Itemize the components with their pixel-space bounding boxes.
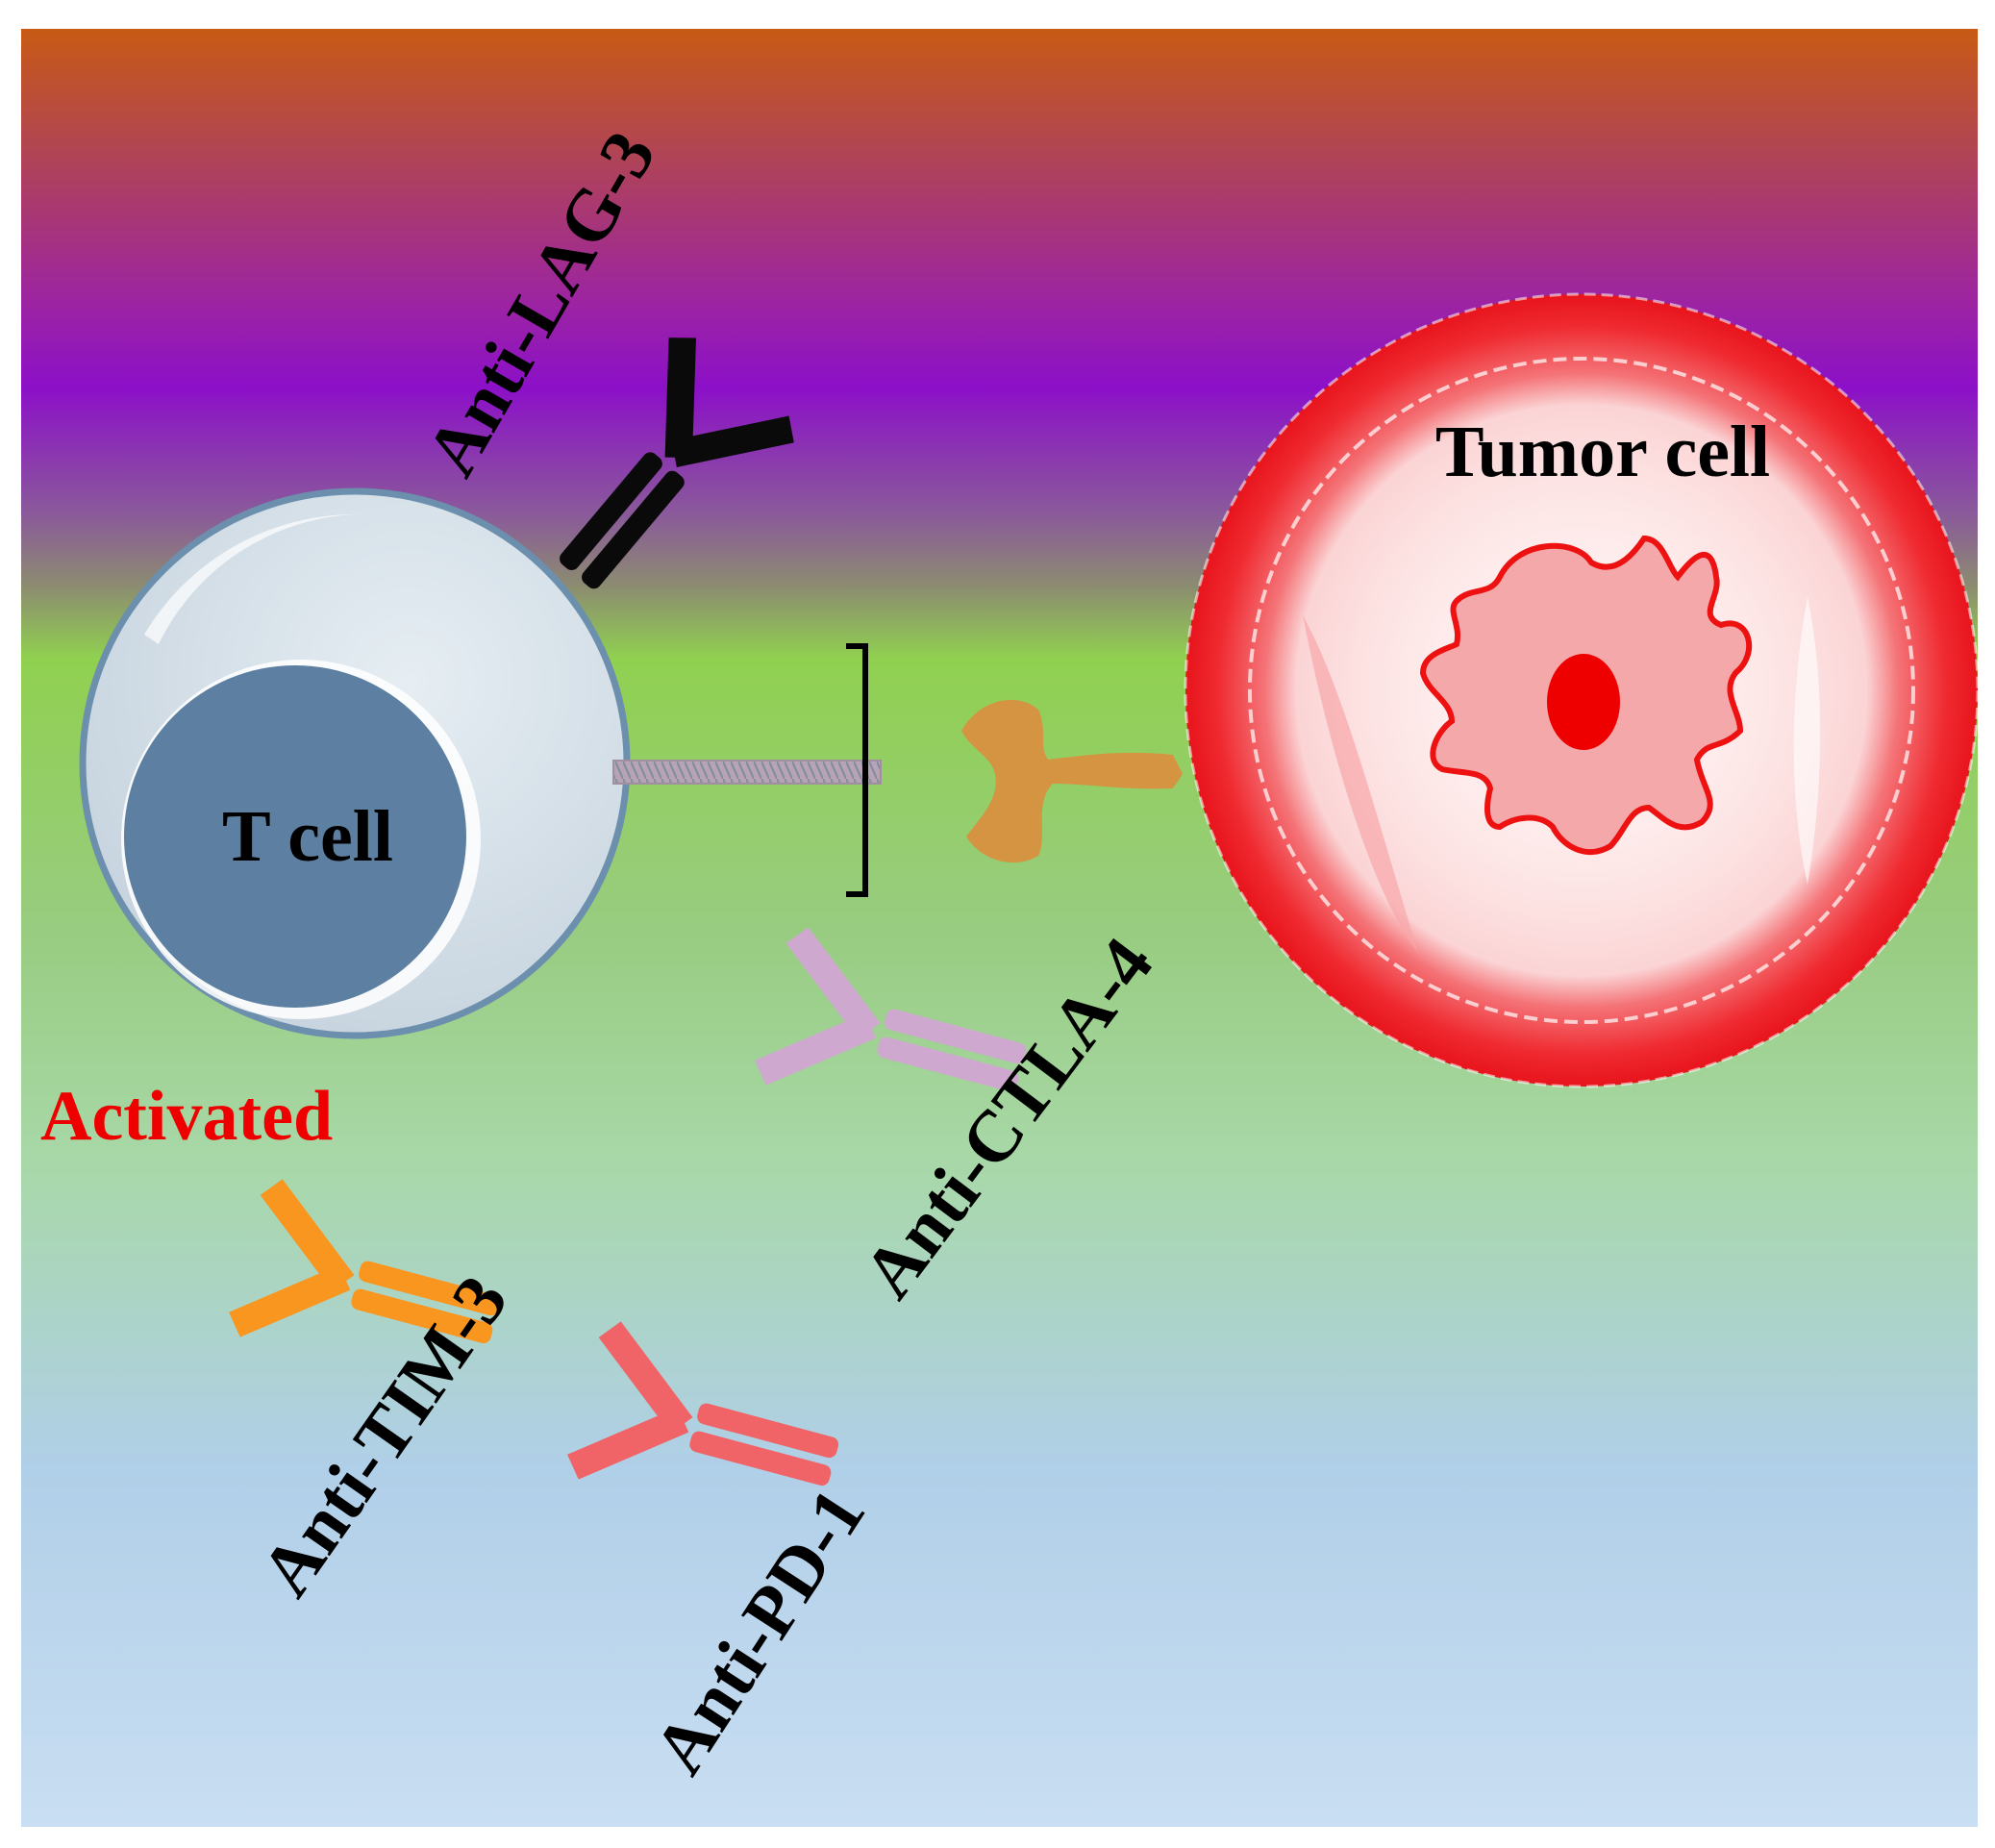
t-cell xyxy=(79,487,631,1039)
activated-label: Activated xyxy=(40,1077,333,1156)
tumor-cell xyxy=(1184,292,1980,1088)
t-cell-nucleus xyxy=(124,665,466,1008)
inhibition-bracket xyxy=(846,643,868,897)
t-cell-receptor xyxy=(612,760,882,785)
tumor-cell-label: Tumor cell xyxy=(1435,412,1770,492)
t-cell-label: T cell xyxy=(222,796,393,877)
ligand-icon xyxy=(961,699,1183,863)
tumor-nucleolus xyxy=(1547,654,1620,750)
